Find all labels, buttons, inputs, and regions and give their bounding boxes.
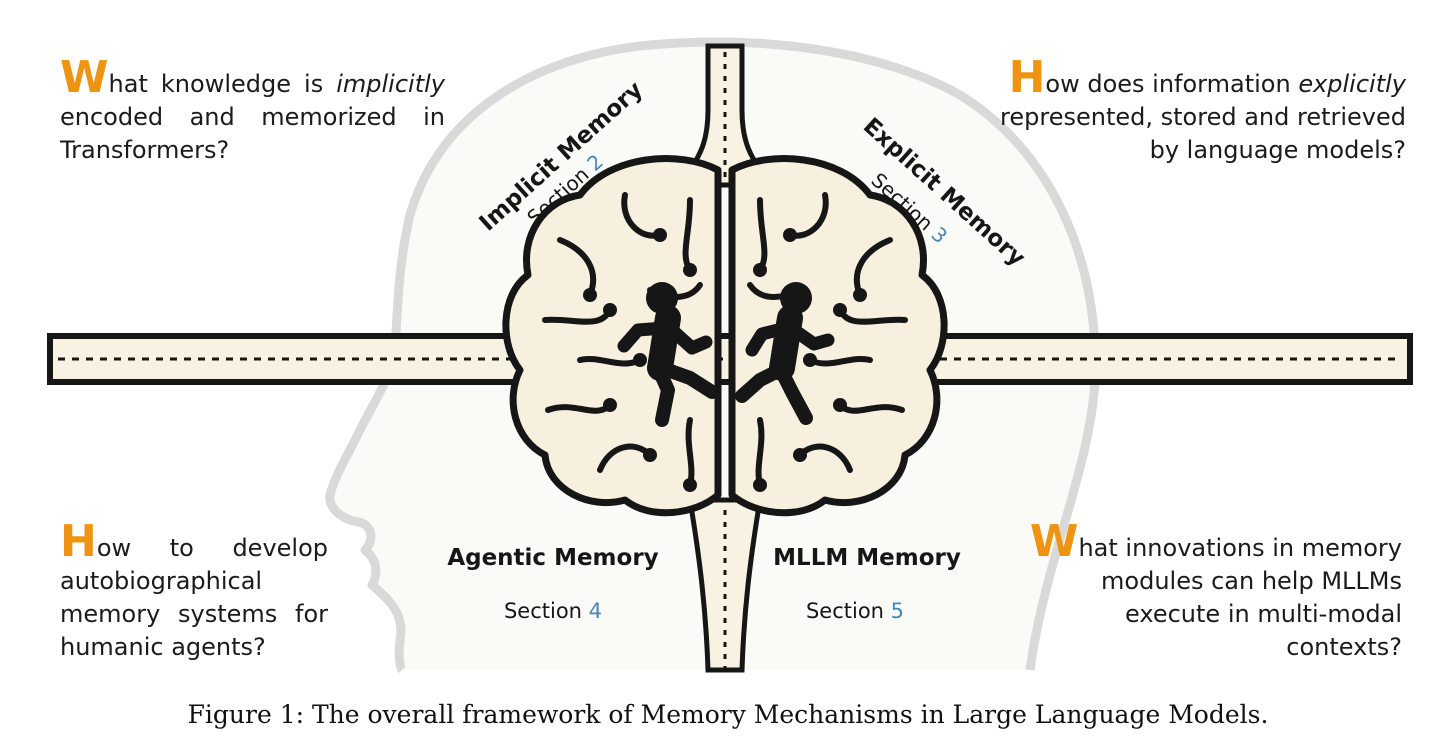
question-implicit: What knowledge is implicitly encoded and… <box>60 52 445 165</box>
agentic-memory-section: Section 4 <box>504 599 602 623</box>
agentic-memory-title: Agentic Memory <box>447 545 658 571</box>
memory-framework-diagram: Implicit Memory Section 2 Explicit Memor… <box>47 37 1413 674</box>
question-mllm: What innovations in memory modules can h… <box>1029 516 1402 662</box>
question-explicit: How does information explicitly represen… <box>1000 52 1406 165</box>
runner-figure-right <box>735 282 835 425</box>
mllm-memory-section: Section 5 <box>806 599 904 623</box>
brain-right-hemisphere <box>728 155 948 517</box>
brain-left-hemisphere <box>502 155 722 517</box>
question-agentic: How to develop autobiographical memory s… <box>60 516 328 662</box>
runner-figure-left <box>617 282 719 427</box>
mllm-memory-title: MLLM Memory <box>773 545 961 571</box>
vertical-road <box>678 43 775 673</box>
figure-caption: Figure 1: The overall framework of Memor… <box>187 700 1269 729</box>
